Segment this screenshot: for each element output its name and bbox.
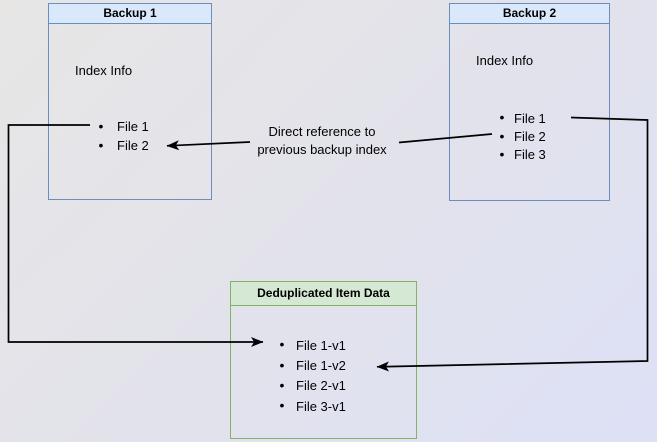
backup1-index-info-label: Index Info [75,63,133,78]
file-label: File 1 [514,110,546,126]
bullet-marker [276,336,288,354]
bullet-marker [276,397,288,415]
list-item: File 1-v1 [276,335,346,355]
file-label: File 2 [117,138,149,153]
dedup-header: Deduplicated Item Data [231,282,416,306]
list-item: File 1 [496,109,546,127]
bullet-marker [276,357,288,375]
file-label: File 2-v1 [296,378,346,394]
list-item: File 3 [496,146,546,164]
backup2-box: Backup 2 Index Info File 1 File 2 File 3 [449,3,610,201]
bullet-marker [496,146,508,164]
backup2-file-list: File 1 File 2 File 3 [496,109,546,164]
edge-annotation-line1: Direct reference to [268,124,376,139]
file-label: File 1 [117,119,149,134]
backup1-file-list: File 1 File 2 [95,117,149,155]
bullet-marker [496,128,508,146]
bullet-marker [95,137,107,155]
file-label: File 3 [514,147,546,163]
list-item: File 2 [496,127,546,145]
file-label: File 1-v2 [296,358,346,374]
backup1-box: Backup 1 Index Info File 1 File 2 [48,3,212,200]
bullet-marker [276,377,288,395]
backup2-header: Backup 2 [450,4,609,24]
list-item: File 1 [95,117,149,136]
list-item: File 3-v1 [276,396,346,416]
edge-annotation-line2: previous backup index [257,142,387,157]
list-item: File 1-v2 [276,355,346,375]
bullet-marker [95,118,107,136]
backup1-header: Backup 1 [49,4,211,24]
file-label: File 1-v1 [296,337,346,353]
bullet-marker [496,109,508,127]
dedup-file-list: File 1-v1 File 1-v2 File 2-v1 File 3-v1 [276,335,346,417]
file-label: File 2 [514,129,546,145]
edge-annotation: Direct reference to previous backup inde… [257,123,386,159]
backup2-index-info-label: Index Info [476,53,534,68]
list-item: File 2-v1 [276,376,346,396]
list-item: File 2 [95,136,149,155]
file-label: File 3-v1 [296,398,346,414]
dedup-box: Deduplicated Item Data File 1-v1 File 1-… [230,281,417,439]
